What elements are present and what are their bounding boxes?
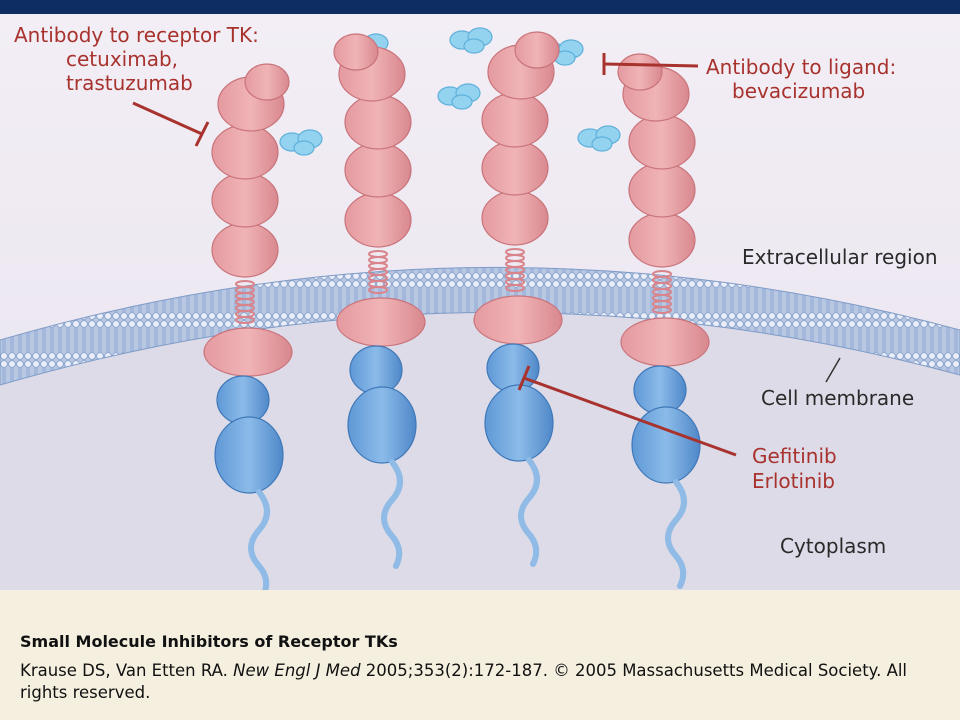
extracellular-domain (628, 212, 696, 268)
receptor-2 (333, 33, 426, 569)
transmembrane-helix (235, 280, 255, 324)
extracellular-domain (211, 222, 279, 278)
extracellular-domain (481, 92, 549, 148)
receptor-1 (203, 63, 293, 590)
caption-panel: Small Molecule Inhibitors of Receptor TK… (0, 590, 960, 720)
label-cytoplasm: Cytoplasm (780, 534, 886, 558)
antibody-ligand-inhibition-line (603, 62, 699, 68)
label-antibody-ligand-1: Antibody to ligand: (706, 55, 896, 79)
c-terminal-tail (248, 489, 270, 590)
kinase-domain-n-lobe (216, 375, 270, 425)
label-antibody-ligand-2: bevacizumab (732, 79, 865, 103)
juxtamembrane-domain (620, 317, 710, 367)
label-antibody-receptor-1: Antibody to receptor TK: (14, 23, 259, 47)
citation-journal: New Engl J Med (233, 661, 361, 680)
transmembrane-helix (505, 248, 525, 292)
kinase-domain-c-lobe (214, 416, 284, 494)
extracellular-domain (344, 94, 412, 150)
label-antibody-receptor-2: cetuximab, (66, 47, 178, 71)
transmembrane-helix (652, 270, 672, 314)
caption-title: Small Molecule Inhibitors of Receptor TK… (20, 632, 398, 651)
c-terminal-tail (381, 459, 403, 569)
c-terminal-tail (665, 479, 687, 589)
extracellular-domain (628, 114, 696, 170)
kinase-domain-c-lobe (631, 406, 701, 484)
antibody-receptor-inhibition-line (132, 101, 203, 136)
c-terminal-tail (518, 457, 540, 567)
top-bar (0, 0, 960, 14)
juxtamembrane-domain (203, 327, 293, 377)
extracellular-domain (628, 162, 696, 218)
membrane-pointer-line (825, 357, 841, 383)
citation-details: 2005;353(2):172-187. © 2005 Massachusett… (20, 661, 908, 702)
juxtamembrane-domain (336, 297, 426, 347)
kinase-inhibition-bar (517, 365, 531, 391)
label-antibody-receptor-3: trastuzumab (66, 71, 193, 95)
ligand-binding-lobe (333, 33, 379, 71)
kinase-domain-n-lobe (486, 343, 540, 393)
ligand-binding-lobe (617, 53, 663, 91)
kinase-domain-c-lobe (484, 384, 554, 462)
receptor-4 (617, 53, 710, 589)
cell-membrane (0, 266, 960, 386)
extracellular-domain (344, 192, 412, 248)
kinase-inhibition-line (523, 376, 737, 457)
receptor-3 (473, 31, 563, 567)
antibody-receptor-inhibition-bar (194, 121, 210, 147)
extracellular-domain (481, 190, 549, 246)
extracellular-domain (211, 124, 279, 180)
ligand-binding-lobe (514, 31, 560, 69)
label-cell-membrane: Cell membrane (761, 386, 914, 410)
label-gefitinib: Gefitinib (752, 444, 837, 468)
ligand-binding-lobe (244, 63, 290, 101)
extracellular-domain (481, 140, 549, 196)
label-extracellular: Extracellular region (742, 245, 938, 269)
kinase-domain-n-lobe (633, 365, 687, 415)
juxtamembrane-domain (473, 295, 563, 345)
kinase-domain-n-lobe (349, 345, 403, 395)
receptor-group (203, 31, 710, 590)
caption-citation: Krause DS, Van Etten RA. New Engl J Med … (20, 660, 920, 704)
extracellular-domain (344, 142, 412, 198)
label-erlotinib: Erlotinib (752, 469, 835, 493)
inhibitor-marks (132, 53, 737, 457)
kinase-domain-c-lobe (347, 386, 417, 464)
extracellular-domain (211, 172, 279, 228)
citation-authors: Krause DS, Van Etten RA. (20, 661, 234, 680)
receptor-diagram: Antibody to receptor TK: cetuximab, tras… (0, 14, 960, 590)
transmembrane-helix (368, 250, 388, 294)
